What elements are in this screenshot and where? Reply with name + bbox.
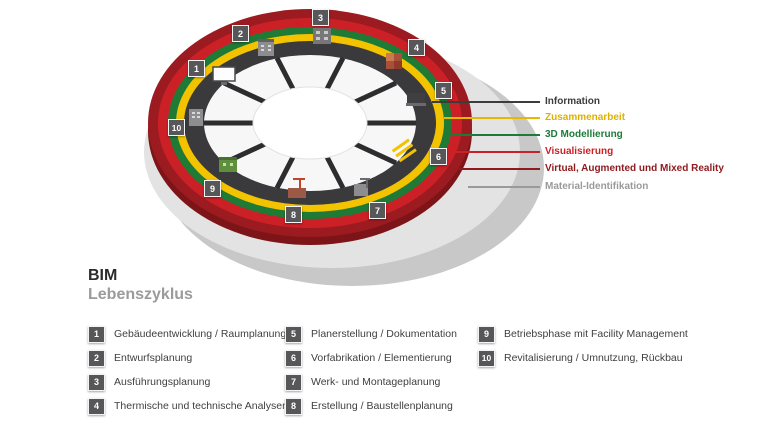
title-lebenszyklus: Lebenszyklus [88,286,193,303]
laptop-illustration [406,93,426,106]
wedge-separators [204,56,416,190]
circle-phase-badge-9: 9 [204,180,221,197]
phase-badge-9: 9 [478,325,495,343]
ring-legend-zusammenarbeit: Zusammenarbeit [545,112,626,123]
circle-phase-badge-8: 8 [285,206,302,223]
voxel-building-illustration [386,53,402,69]
phase-label-10: Revitalisierung / Umnutzung, Rückbau [504,352,683,364]
construction-site-illustration [288,178,306,198]
legend-pointer-lines [432,101,540,188]
ring-legend-visualisierung: Visualisierung [545,146,614,157]
ring-legend-virtual-ar: Virtual, Augmented und Mixed Reality [545,163,724,174]
phase-legend-column-2: 5 Planerstellung / Dokumentation 6 Vorfa… [285,325,457,422]
phase-legend-item-2: 2 Entwurfsplanung [88,349,288,367]
phase-legend-column-3: 9 Betriebsphase mit Facility Management … [478,325,688,374]
phase-badge-10: 10 [478,349,495,367]
ring-legend-information: Information [545,96,600,107]
phase-legend-item-9: 9 Betriebsphase mit Facility Management [478,325,688,343]
phase-label-5: Planerstellung / Dokumentation [311,328,457,340]
phase-label-1: Gebäudeentwicklung / Raumplanung [114,328,287,340]
phase-label-6: Vorfabrikation / Elementierung [311,352,452,364]
phase-illustrations [189,28,426,198]
circle-phase-badge-6: 6 [430,148,447,165]
building-illustration-3 [313,28,331,44]
inner-hole [252,86,368,160]
phase-legend-item-7: 7 Werk- und Montageplanung [285,373,457,391]
phase-badge-6: 6 [285,349,302,367]
phase-badge-1: 1 [88,325,105,343]
phase-badge-4: 4 [88,397,105,415]
phase-legend-item-8: 8 Erstellung / Baustellenplanung [285,397,457,415]
circle-phase-badge-2: 2 [232,25,249,42]
phase-label-4: Thermische und technische Analysen [114,400,288,412]
phase-label-2: Entwurfsplanung [114,352,193,364]
page-title: BIM Lebenszyklus [88,266,193,304]
phase-legend-item-1: 1 Gebäudeentwicklung / Raumplanung [88,325,288,343]
phase-badge-7: 7 [285,373,302,391]
phase-legend-item-10: 10 Revitalisierung / Umnutzung, Rückbau [478,349,688,367]
green-building-illustration [219,157,237,172]
phase-legend-item-4: 4 Thermische und technische Analysen [88,397,288,415]
phase-badge-8: 8 [285,397,302,415]
phase-badge-3: 3 [88,373,105,391]
phase-badge-5: 5 [285,325,302,343]
circle-phase-badge-3: 3 [312,9,329,26]
phase-label-9: Betriebsphase mit Facility Management [504,328,688,340]
circle-phase-badge-5: 5 [435,82,452,99]
phase-badge-2: 2 [88,349,105,367]
phase-legend-item-5: 5 Planerstellung / Dokumentation [285,325,457,343]
phase-label-7: Werk- und Montageplanung [311,376,441,388]
ring-legend-material-identifikation: Material-Identifikation [545,181,649,192]
building-illustration-7 [354,178,370,196]
phase-legend-item-3: 3 Ausführungsplanung [88,373,288,391]
phase-legend-item-6: 6 Vorfabrikation / Elementierung [285,349,457,367]
building-illustration-10 [189,109,203,126]
circle-phase-badge-10: 10 [168,119,185,136]
building-illustration-2 [258,39,274,56]
monitor-illustration [212,66,236,85]
prefab-panels-illustration [391,138,417,163]
phase-legend-column-1: 1 Gebäudeentwicklung / Raumplanung 2 Ent… [88,325,288,422]
phase-label-8: Erstellung / Baustellenplanung [311,400,453,412]
circle-phase-badge-4: 4 [408,39,425,56]
circle-phase-badge-7: 7 [369,202,386,219]
ring-legend-3d-modellierung: 3D Modellierung [545,129,623,140]
title-bim: BIM [88,267,118,284]
circle-phase-badge-1: 1 [188,60,205,77]
phase-label-3: Ausführungsplanung [114,376,211,388]
